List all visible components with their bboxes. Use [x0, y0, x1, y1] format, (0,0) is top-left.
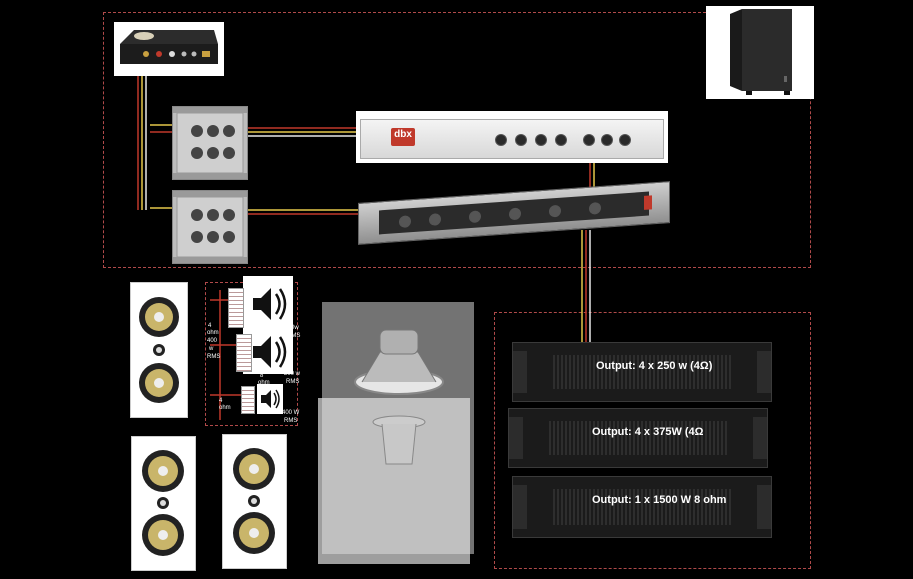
dbx-knob-3: [535, 134, 547, 146]
dbx-rack-unit: dbx: [360, 119, 664, 159]
amplifier-2: [508, 408, 768, 468]
amplifier-3: [512, 476, 772, 538]
wall-speaker-right: [222, 434, 287, 569]
dbx-knob-1: [495, 134, 507, 146]
note-b-4: RMS: [286, 379, 300, 385]
dbx-knob-4: [555, 134, 567, 146]
dbx-logo-text: dbx: [394, 129, 412, 140]
dbx-processor-panel: dbx: [356, 111, 668, 163]
subwoofer-driver: [354, 329, 444, 465]
dbx-knob-5: [583, 134, 595, 146]
crossover-coil-1: [228, 288, 244, 328]
amplifier-1-label: Output: 4 x 250 w (4Ω): [596, 360, 713, 372]
note-e-1: 0w: [291, 325, 299, 331]
note-a-3: 400: [207, 338, 218, 344]
amplifier-1: [512, 342, 772, 402]
note-d-1: 400 W: [282, 410, 300, 416]
note-b-1: 8: [260, 373, 264, 379]
note-c-1: 4: [219, 398, 223, 404]
note-a-4: w: [209, 346, 214, 352]
note-a-1: 4: [208, 323, 212, 329]
note-d-2: RMS: [284, 418, 298, 424]
dbx-knob-7: [619, 134, 631, 146]
note-b-2: ohm: [258, 380, 270, 386]
usb-sound-card-panel: [114, 22, 224, 76]
speaker-icon: [261, 389, 280, 409]
note-b-3: 200 w: [284, 371, 301, 377]
speaker-icon: [253, 336, 287, 368]
note-a-5: RMS: [207, 354, 221, 360]
source-zone-border: [103, 12, 811, 268]
speaker-icon: [253, 288, 287, 320]
wall-speaker-left: [131, 436, 196, 571]
crossover-unit-top: [172, 106, 248, 180]
pc-tower-device: [730, 9, 792, 95]
wall-speaker-large: [130, 282, 188, 418]
usb-sound-card-device: [120, 30, 218, 64]
amplifier-3-label: Output: 1 x 1500 W 8 ohm: [592, 494, 727, 506]
crossover-unit-bottom: [172, 190, 248, 264]
speaker-symbol-3-panel: [257, 384, 283, 414]
dbx-logo: [391, 128, 415, 146]
amplifier-2-label: Output: 4 x 375W (4Ω: [592, 426, 704, 438]
crossover-coil-2: [236, 334, 252, 372]
amplifier-zone-border: [494, 312, 811, 569]
crossover-coil-3: [241, 386, 255, 414]
note-e-2: RMS: [287, 333, 301, 339]
note-a-2: ohm: [207, 330, 219, 336]
pc-tower-panel: [706, 6, 814, 99]
dbx-knob-6: [601, 134, 613, 146]
dbx-knob-2: [515, 134, 527, 146]
note-c-2: ohm: [219, 405, 231, 411]
speaker-symbol-1-panel: [243, 276, 293, 332]
